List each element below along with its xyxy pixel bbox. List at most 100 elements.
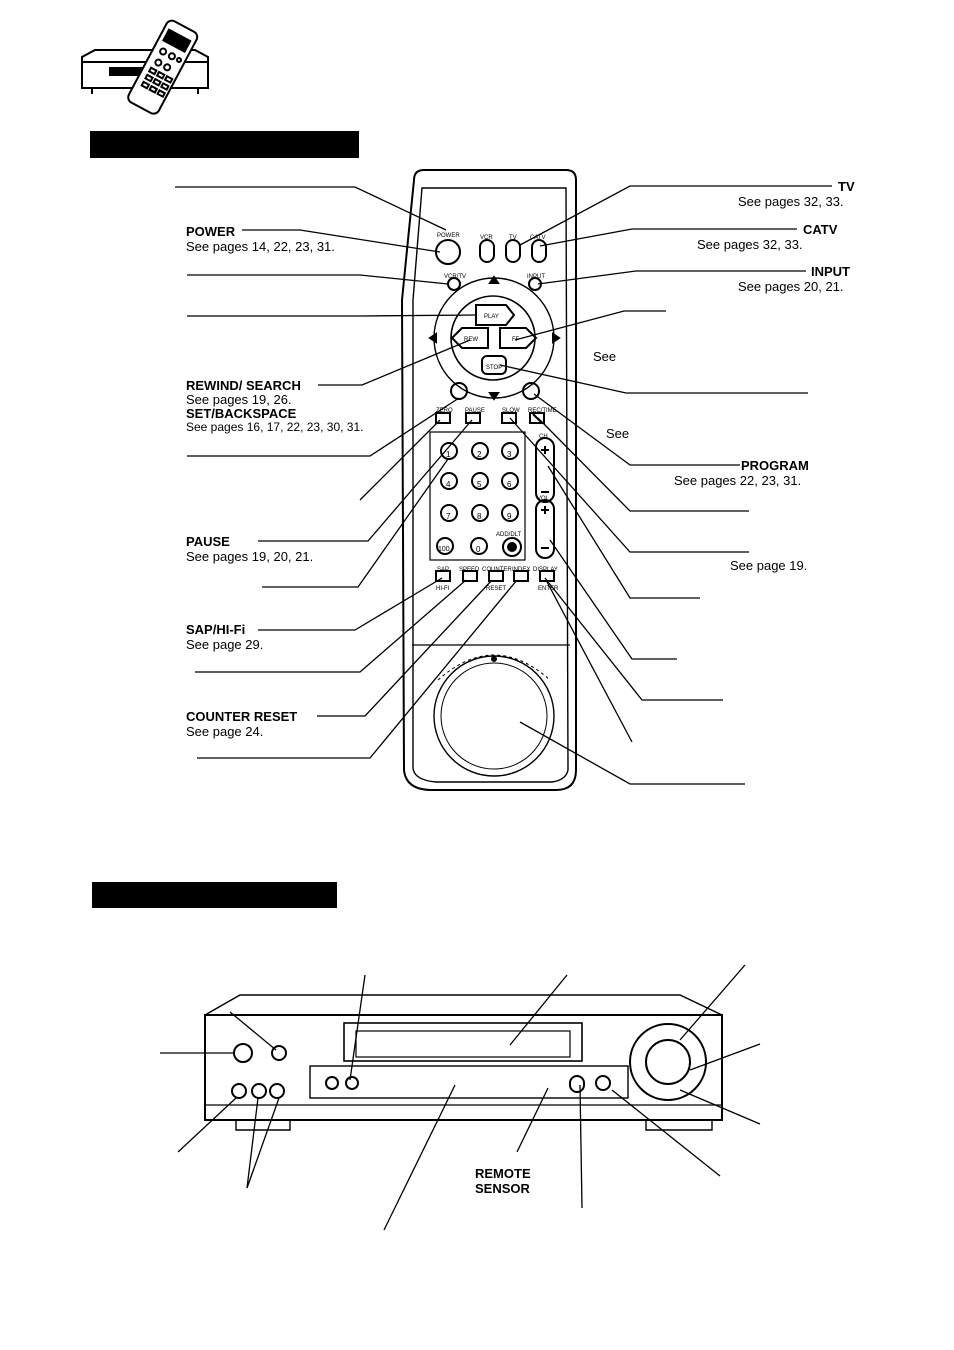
digit-0: 0 bbox=[476, 545, 481, 554]
remote-slow-button[interactable] bbox=[501, 412, 517, 424]
btn-label-input: INPUT bbox=[527, 274, 545, 280]
remote-stop-button[interactable] bbox=[481, 355, 507, 375]
remote-set-button[interactable] bbox=[450, 382, 468, 400]
tv-label: TV bbox=[838, 179, 855, 194]
btn-label-reset: RESET bbox=[486, 586, 507, 592]
vcr-audio-right-jack[interactable] bbox=[269, 1083, 285, 1099]
remote-vol-rocker[interactable] bbox=[535, 499, 555, 559]
vcr-remote-icon bbox=[81, 19, 209, 115]
rewind-ref: See pages 19, 26. bbox=[186, 392, 292, 407]
remote-index-button[interactable] bbox=[513, 570, 529, 582]
remote-jog-shuttle[interactable] bbox=[433, 655, 555, 777]
digit-6: 6 bbox=[507, 480, 512, 489]
digit-4: 4 bbox=[446, 480, 451, 489]
set-backspace-ref: See pages 16, 17, 22, 23, 30, 31. bbox=[186, 420, 364, 434]
pause-label: PAUSE bbox=[186, 534, 230, 549]
vcr-cassette-slot[interactable] bbox=[343, 1022, 583, 1062]
digit-3: 3 bbox=[507, 450, 512, 459]
digit-5: 5 bbox=[477, 480, 482, 489]
remote-play-button[interactable] bbox=[475, 304, 516, 326]
remote-tv-button[interactable] bbox=[505, 239, 521, 263]
remote-program-button[interactable] bbox=[522, 382, 540, 400]
sap-hifi-label: SAP/HI-Fi bbox=[186, 622, 246, 637]
digit-8: 8 bbox=[477, 512, 482, 521]
vcr-audio-left-jack[interactable] bbox=[251, 1083, 267, 1099]
program-ref: See pages 22, 23, 31. bbox=[674, 473, 802, 488]
remote-vcr-button[interactable] bbox=[479, 239, 495, 263]
vcr-audio-jack[interactable] bbox=[325, 1076, 339, 1090]
catv-ref: See pages 32, 33. bbox=[697, 237, 803, 252]
input-label: INPUT bbox=[811, 264, 850, 279]
btn-label-index: INDEX bbox=[512, 567, 531, 573]
catv-label: CATV bbox=[803, 222, 838, 237]
btn-label-pause: PAUSE bbox=[465, 408, 485, 414]
btn-label-adddlt: ADD/DLT bbox=[496, 532, 522, 538]
remote-control bbox=[400, 169, 577, 791]
counter-reset-ref: See page 24. bbox=[186, 724, 264, 739]
vcr-power-button[interactable] bbox=[233, 1043, 253, 1063]
input-ref: See pages 20, 21. bbox=[738, 279, 844, 294]
btn-label-ch: CH bbox=[539, 434, 548, 440]
digit-7: 7 bbox=[446, 512, 451, 521]
remote-speed-button[interactable] bbox=[462, 570, 478, 582]
btn-label-catv: CATV bbox=[530, 235, 546, 241]
btn-label-zero: ZERO bbox=[436, 408, 453, 414]
btn-label-play: PLAY bbox=[484, 314, 499, 320]
btn-label-rew: REW bbox=[464, 337, 478, 343]
btn-label-vcrtv: VCR/TV bbox=[444, 274, 467, 280]
btn-label-ff: FF bbox=[512, 337, 520, 343]
btn-label-speed: SPEED bbox=[459, 567, 480, 573]
power-ref: See pages 14, 22, 23, 31. bbox=[186, 239, 335, 254]
remote-catv-button[interactable] bbox=[531, 239, 547, 263]
remote-ff-button[interactable] bbox=[499, 327, 538, 349]
remote-pause-button[interactable] bbox=[465, 412, 481, 424]
vcr-front-panel bbox=[204, 994, 723, 1131]
program-label: PROGRAM bbox=[741, 458, 809, 473]
btn-label-tv: TV bbox=[509, 235, 517, 241]
remote-leader-lines bbox=[175, 185, 832, 785]
btn-label-power: POWER bbox=[437, 233, 460, 239]
digit-1: 1 bbox=[446, 450, 451, 459]
btn-label-enter: ENTER bbox=[538, 586, 559, 592]
sap-hifi-ref: See page 29. bbox=[186, 637, 264, 652]
remote-rectime-button[interactable] bbox=[529, 412, 545, 424]
see-label-1: See bbox=[593, 349, 617, 364]
remote-sensor-label-line2: SENSOR bbox=[475, 1181, 530, 1196]
btn-label-sap: SAP bbox=[437, 567, 450, 573]
vcr-video-input-jack[interactable] bbox=[231, 1083, 247, 1099]
rewind-label: REWIND/ SEARCH bbox=[186, 378, 301, 393]
btn-label-vcr: VCR bbox=[480, 235, 493, 241]
remote-zero-button[interactable] bbox=[435, 412, 451, 424]
vcr-audio-jack-2[interactable] bbox=[345, 1076, 359, 1090]
power-label: POWER bbox=[186, 224, 236, 239]
remote-digit-buttons[interactable] bbox=[436, 442, 519, 555]
btn-label-slow: SLOW bbox=[502, 408, 520, 414]
counter-reset-label: COUNTER RESET bbox=[186, 709, 298, 724]
remote-adddlt-button[interactable] bbox=[502, 537, 522, 557]
btn-label-stop: STOP bbox=[486, 365, 503, 371]
remote-ch-rocker[interactable] bbox=[535, 437, 555, 503]
vcr-control-ring[interactable] bbox=[629, 1023, 707, 1101]
vcr-tracking-button[interactable] bbox=[569, 1075, 585, 1093]
remote-rew-button[interactable] bbox=[450, 327, 489, 349]
see-page-19-label: See page 19. bbox=[730, 558, 808, 573]
btn-label-counter: COUNTER bbox=[482, 567, 512, 573]
vcr-section-header-bar bbox=[92, 882, 337, 908]
tv-ref: See pages 32, 33. bbox=[738, 194, 844, 209]
vcr-display-window bbox=[309, 1065, 629, 1099]
btn-label-rectime: REC/TIME bbox=[528, 408, 557, 414]
vcr-leader-lines bbox=[160, 964, 761, 1231]
btn-label-display: DISPLAY bbox=[533, 567, 558, 573]
remote-sensor-label-line1: REMOTE bbox=[475, 1166, 531, 1181]
digit-2: 2 bbox=[477, 450, 482, 459]
vcr-record-button[interactable] bbox=[595, 1075, 611, 1091]
btn-label-vol: VOL bbox=[537, 496, 550, 502]
remote-counter-button[interactable] bbox=[488, 570, 504, 582]
pause-ref: See pages 19, 20, 21. bbox=[186, 549, 314, 564]
btn-label-hifi: HI-FI bbox=[436, 586, 450, 592]
digit-9: 9 bbox=[507, 512, 512, 521]
remote-section-header-bar bbox=[90, 131, 359, 158]
remote-sap-button[interactable] bbox=[435, 570, 451, 582]
vcr-eject-button[interactable] bbox=[271, 1045, 287, 1061]
